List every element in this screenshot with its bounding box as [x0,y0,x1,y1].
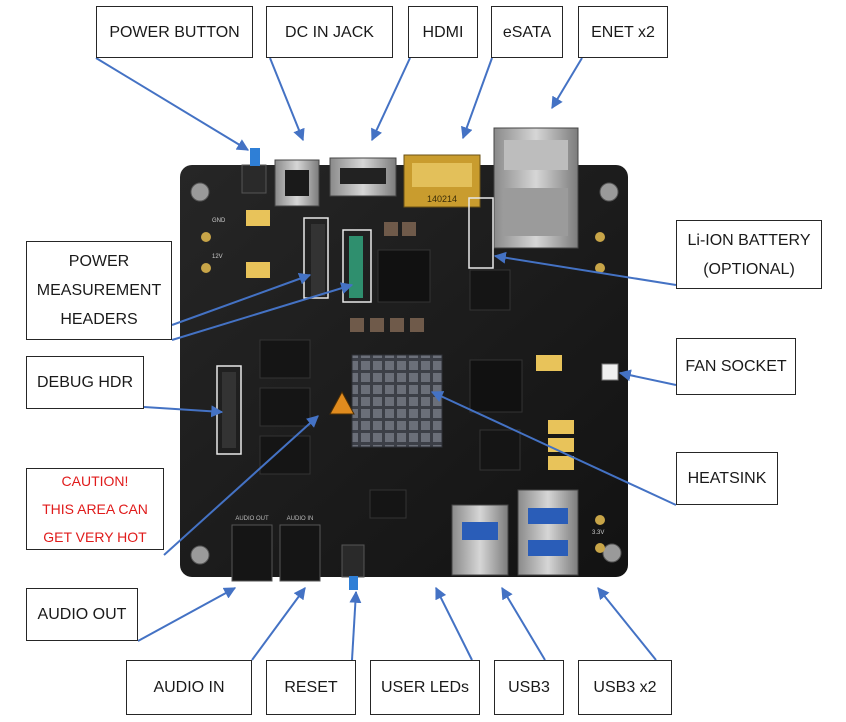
reset-button-body [341,544,365,578]
label-hdmi: HDMI [408,6,478,58]
label-text: POWER BUTTON [109,23,240,41]
label-user-leds: USER LEDs [370,660,480,715]
label-text: AUDIO IN [153,679,225,696]
label-fan-socket: FAN SOCKET [676,338,796,395]
label-enet: ENET x2 [578,6,668,58]
label-text: USB3 x2 [593,679,657,696]
label-text: AUDIO OUT [37,606,127,623]
power-button-body [241,164,267,194]
caution-text: GET VERY HOT [43,529,147,545]
label-text: USER LEDs [380,679,470,696]
mounting-hole [599,182,619,202]
label-usb3x2: USB3 x2 [578,660,672,715]
mounting-hole [602,543,622,563]
label-text: DC IN JACK [285,23,374,41]
svg-text:12V: 12V [212,254,223,260]
label-caution: CAUTION! THIS AREA CAN GET VERY HOT [26,468,164,550]
label-text: (OPTIONAL) [703,260,795,278]
caution-text: CAUTION! [61,473,129,489]
svg-text:AUDIO IN: AUDIO IN [287,516,314,522]
svg-text:3.3V: 3.3V [592,530,604,536]
label-usb3: USB3 [494,660,564,715]
audio-out-jack [231,524,273,582]
label-text: DEBUG HDR [36,374,133,391]
label-heatsink: HEATSINK [676,452,778,505]
label-debug-hdr: DEBUG HDR [26,356,144,409]
label-reset: RESET [266,660,356,715]
audio-in-jack [279,524,321,582]
label-text: HEADERS [60,311,138,328]
power-button-cap [250,148,260,166]
svg-text:GND: GND [212,218,226,224]
label-power-button: POWER BUTTON [96,6,253,58]
label-esata: eSATA [491,6,563,58]
label-text: eSATA [502,23,552,41]
mounting-hole [190,545,210,565]
power-measurement-outline [342,229,372,303]
usb3x2-port [517,489,579,576]
label-text: POWER [68,253,130,270]
label-text: HDMI [422,23,464,41]
label-li-ion-battery: Li-ION BATTERY (OPTIONAL) [676,220,822,289]
label-dc-in-jack: DC IN JACK [266,6,393,58]
caution-text: THIS AREA CAN [42,501,148,517]
label-text: ENET x2 [591,23,655,41]
svg-text:AUDIO OUT: AUDIO OUT [235,516,269,522]
label-audio-in: AUDIO IN [126,660,252,715]
label-power-measurement-headers: POWER MEASUREMENT HEADERS [26,241,172,340]
mounting-hole [190,182,210,202]
heatsink [351,354,443,448]
label-audio-out: AUDIO OUT [26,588,138,641]
label-text: RESET [284,679,338,696]
label-text: USB3 [508,679,550,696]
label-text: MEASUREMENT [36,282,162,299]
label-text: HEATSINK [687,470,767,487]
label-text: Li-ION BATTERY [687,231,811,249]
li-ion-outline [468,197,494,269]
label-text: FAN SOCKET [685,358,787,375]
reset-button-cap [349,576,358,590]
fan-socket [601,363,619,381]
esata-code: 140214 [427,194,457,204]
